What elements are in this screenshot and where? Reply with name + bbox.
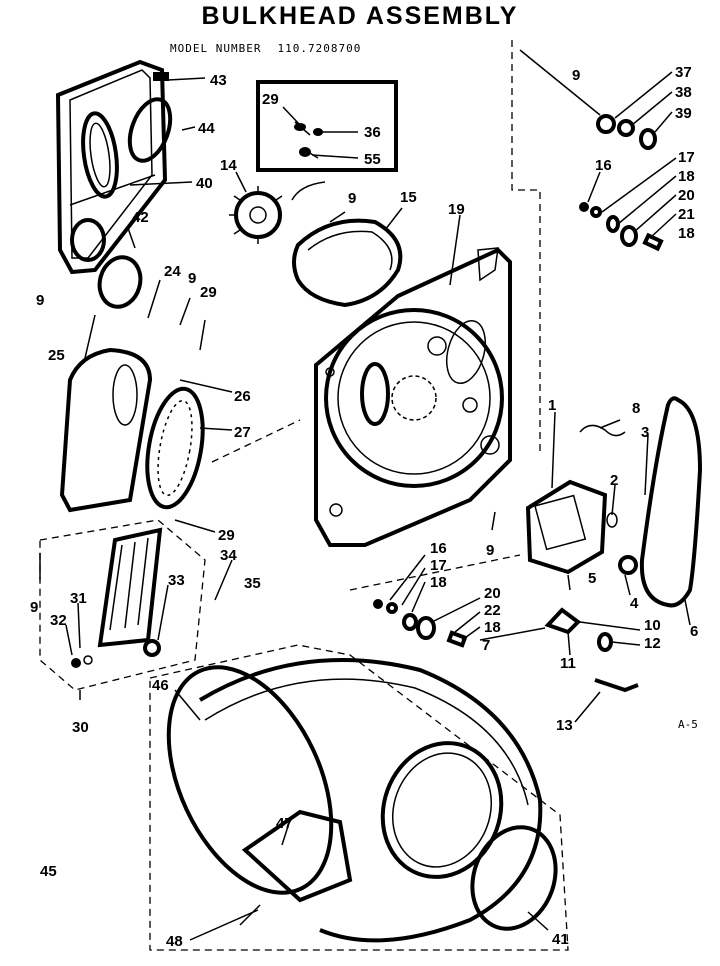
pulley-parts-lower	[373, 599, 468, 648]
callout-18c: 18	[430, 574, 447, 591]
callout-21: 21	[678, 206, 695, 223]
callout-9b: 9	[348, 190, 356, 207]
callout-14: 14	[220, 157, 237, 174]
blower-wheel-part	[229, 186, 283, 244]
callout-17a: 17	[678, 149, 695, 166]
callout-9f: 9	[486, 542, 494, 559]
callout-9c: 9	[572, 67, 580, 84]
callout-30: 30	[72, 719, 89, 736]
callout-36: 36	[364, 124, 381, 141]
callout-37: 37	[675, 64, 692, 81]
callout-5: 5	[588, 570, 596, 587]
duct-housing-part	[291, 181, 403, 308]
callout-6: 6	[690, 623, 698, 640]
inset-parts-box	[256, 80, 398, 172]
pulley-parts-right	[579, 202, 664, 252]
page-reference: A-5	[678, 718, 698, 731]
callout-9a: 9	[36, 292, 44, 309]
callout-11: 11	[560, 655, 576, 672]
drum-part	[149, 644, 569, 951]
callout-18b: 18	[678, 225, 695, 242]
heater-box-part	[39, 519, 206, 691]
callout-43: 43	[210, 72, 227, 89]
callout-18d: 18	[484, 619, 501, 636]
ring-part	[97, 255, 143, 309]
drum-seal-part	[470, 825, 558, 931]
clip-part	[579, 424, 626, 437]
model-number-line: MODEL NUMBER 110.7208700	[170, 42, 377, 55]
bulkhead-part	[314, 247, 512, 547]
callout-32: 32	[50, 612, 67, 629]
callout-25: 25	[48, 347, 65, 364]
idler-bracket-parts	[544, 607, 639, 693]
callout-29c: 29	[218, 527, 235, 544]
callout-19: 19	[448, 201, 465, 218]
callout-12: 12	[644, 635, 661, 652]
hinge-part	[153, 72, 169, 81]
callout-35: 35	[244, 575, 261, 592]
guide-line-right	[511, 40, 541, 455]
guide-line-cover	[211, 419, 301, 463]
callout-2: 2	[610, 472, 618, 489]
heater-cover-part	[145, 386, 205, 510]
callout-44: 44	[198, 120, 215, 137]
callout-16a: 16	[595, 157, 612, 174]
callout-16b: 16	[430, 540, 447, 557]
callout-33: 33	[168, 572, 185, 589]
model-number-label: MODEL NUMBER	[170, 42, 262, 55]
callout-4: 4	[630, 595, 639, 612]
drive-belt-part	[639, 396, 703, 608]
callout-40: 40	[196, 175, 213, 192]
callout-45: 45	[40, 863, 57, 880]
callout-9d: 9	[188, 270, 196, 287]
callout-10: 10	[644, 617, 661, 634]
door-gasket-part	[127, 97, 173, 163]
callout-22: 22	[484, 602, 501, 619]
callout-24: 24	[164, 263, 181, 280]
callout-15: 15	[400, 189, 417, 206]
callout-1: 1	[548, 397, 556, 414]
guide-line-lower	[349, 554, 521, 591]
callout-17b: 17	[430, 557, 447, 574]
heater-duct-part	[59, 347, 153, 513]
callout-20a: 20	[678, 187, 695, 204]
callout-27: 27	[234, 424, 251, 441]
callout-38: 38	[675, 84, 692, 101]
callout-41: 41	[552, 931, 569, 948]
callout-26: 26	[234, 388, 251, 405]
callout-29a: 29	[262, 91, 279, 108]
callout-9e: 9	[30, 599, 38, 616]
callout-46: 46	[152, 677, 169, 694]
motor-part	[525, 479, 638, 575]
diagram-title: BULKHEAD ASSEMBLY	[201, 2, 519, 30]
callout-20b: 20	[484, 585, 501, 602]
callout-55: 55	[364, 151, 381, 168]
callout-34: 34	[220, 547, 237, 564]
callout-8: 8	[632, 400, 640, 417]
callout-48: 48	[166, 933, 183, 950]
idler-assembly-part	[519, 49, 657, 150]
model-number-value: 110.7208700	[277, 42, 362, 55]
callout-47: 47	[276, 815, 293, 832]
callout-29b: 29	[200, 284, 217, 301]
callout-13: 13	[556, 717, 573, 734]
callout-18a: 18	[678, 168, 695, 185]
front-panel-part	[55, 59, 168, 275]
callout-7: 7	[482, 637, 490, 654]
callout-3: 3	[641, 424, 649, 441]
leader-lines	[39, 71, 691, 941]
callout-42: 42	[132, 209, 149, 226]
callout-31: 31	[70, 590, 87, 607]
callout-39: 39	[675, 105, 692, 122]
